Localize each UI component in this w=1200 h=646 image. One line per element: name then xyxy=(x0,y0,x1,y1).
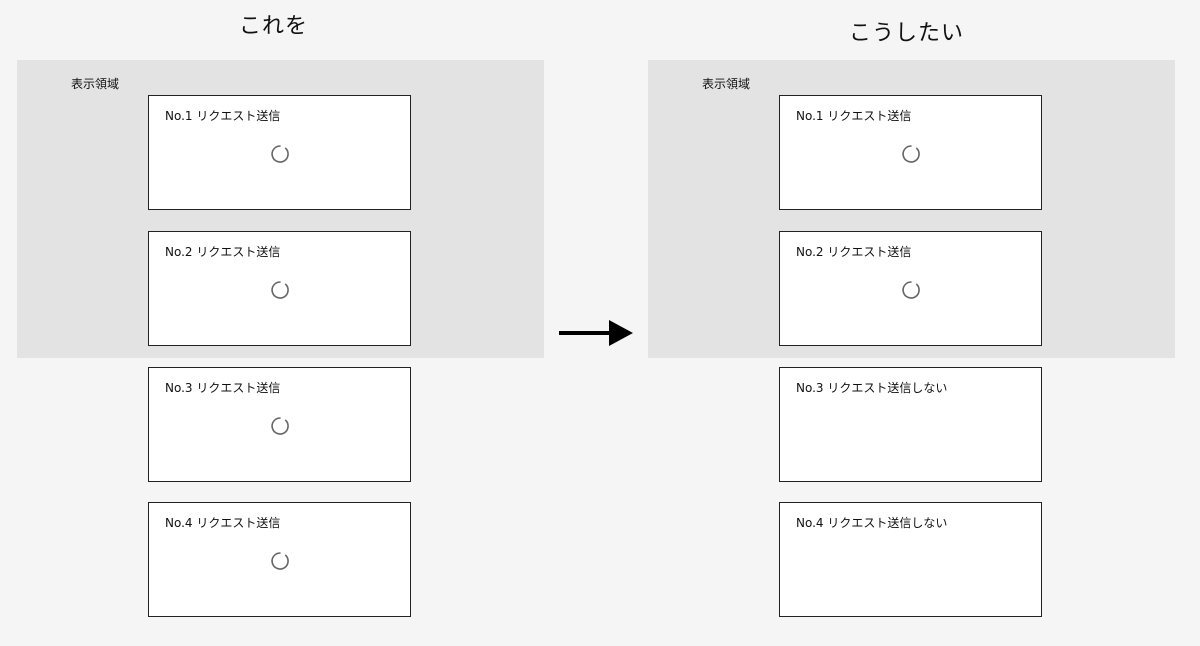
left-card-2: No.2 リクエスト送信 xyxy=(148,231,411,346)
loading-spinner-icon xyxy=(271,417,289,435)
card-label: No.2 リクエスト送信 xyxy=(796,245,912,259)
card-label: No.3 リクエスト送信しない xyxy=(796,381,948,395)
left-panel-title: これを xyxy=(239,14,309,39)
left-card-3: No.3 リクエスト送信 xyxy=(148,367,411,482)
loading-spinner-icon xyxy=(902,281,920,299)
card-label: No.2 リクエスト送信 xyxy=(165,245,281,259)
left-card-1: No.1 リクエスト送信 xyxy=(148,95,411,210)
card-label: No.1 リクエスト送信 xyxy=(165,109,281,123)
left-card-4: No.4 リクエスト送信 xyxy=(148,502,411,617)
loading-spinner-icon xyxy=(902,145,920,163)
card-label: No.1 リクエスト送信 xyxy=(796,109,912,123)
right-arrow-icon xyxy=(559,320,633,346)
right-card-3: No.3 リクエスト送信しない xyxy=(779,367,1042,482)
right-card-2: No.2 リクエスト送信 xyxy=(779,231,1042,346)
card-label: No.4 リクエスト送信しない xyxy=(796,516,948,530)
loading-spinner-icon xyxy=(271,145,289,163)
right-panel-title: こうしたい xyxy=(849,21,965,46)
right-card-1: No.1 リクエスト送信 xyxy=(779,95,1042,210)
right-viewport-label: 表示領域 xyxy=(702,77,751,91)
left-viewport-label: 表示領域 xyxy=(71,77,120,91)
right-card-4: No.4 リクエスト送信しない xyxy=(779,502,1042,617)
card-label: No.3 リクエスト送信 xyxy=(165,381,281,395)
card-label: No.4 リクエスト送信 xyxy=(165,516,281,530)
loading-spinner-icon xyxy=(271,281,289,299)
loading-spinner-icon xyxy=(271,552,289,570)
